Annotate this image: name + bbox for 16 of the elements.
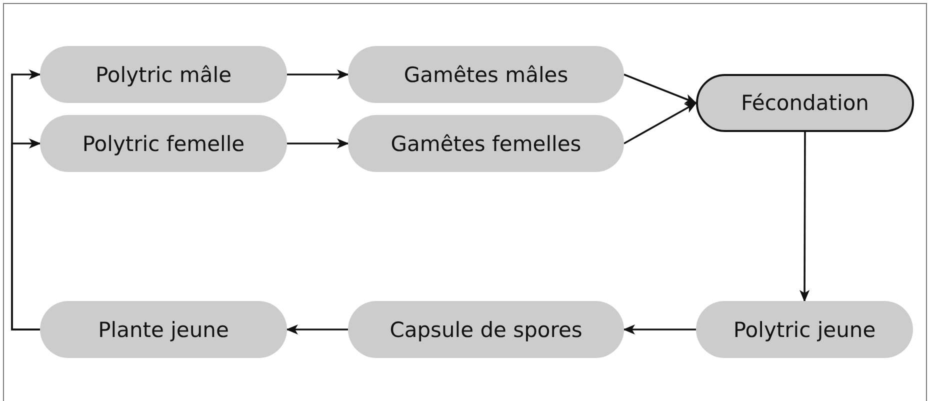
arrow <box>800 132 810 302</box>
stage-box: Polytric jeune <box>696 301 913 358</box>
arrow <box>286 324 348 334</box>
arrow <box>623 324 696 334</box>
arrow <box>624 74 697 104</box>
process-box: Fécondation <box>696 74 914 132</box>
stage-box: Gamêtes mâles <box>348 46 624 103</box>
stage-box: Gamêtes femelles <box>348 115 624 172</box>
stage-box: Capsule de spores <box>348 301 624 358</box>
stage-box: Polytric femelle <box>40 115 287 172</box>
stage-box: Plante jeune <box>40 301 287 358</box>
arrow <box>287 70 349 80</box>
arrow <box>624 102 697 144</box>
arrow <box>287 138 349 148</box>
arrow <box>11 138 41 330</box>
stage-box: Polytric mâle <box>40 46 287 103</box>
